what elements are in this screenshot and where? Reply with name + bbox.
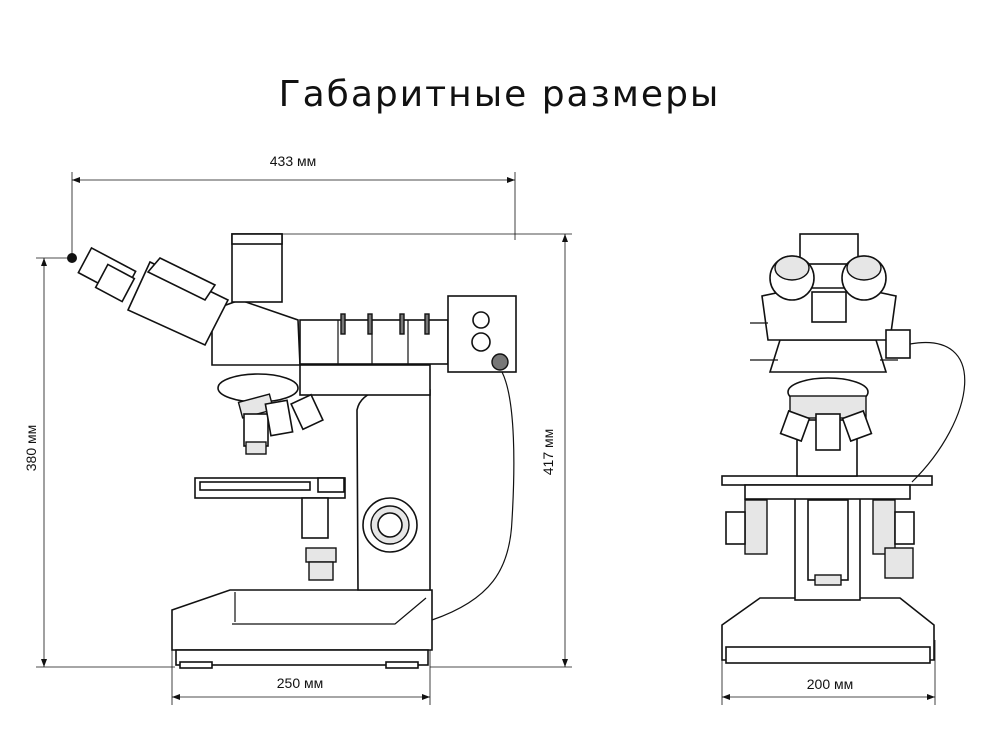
height-base-dimension-label: 380 мм	[23, 425, 39, 472]
width-dimension-label: 433 мм	[270, 153, 317, 169]
dimension-lines	[36, 172, 936, 705]
depth-dimension-label: 250 мм	[277, 675, 324, 691]
microscope-side-view	[77, 233, 517, 669]
page-title: Габаритные размеры	[278, 74, 721, 115]
microscope-front-view	[721, 233, 966, 664]
height-total-dimension-label: 417 мм	[540, 429, 556, 476]
front-width-dimension-label: 200 мм	[807, 676, 854, 692]
